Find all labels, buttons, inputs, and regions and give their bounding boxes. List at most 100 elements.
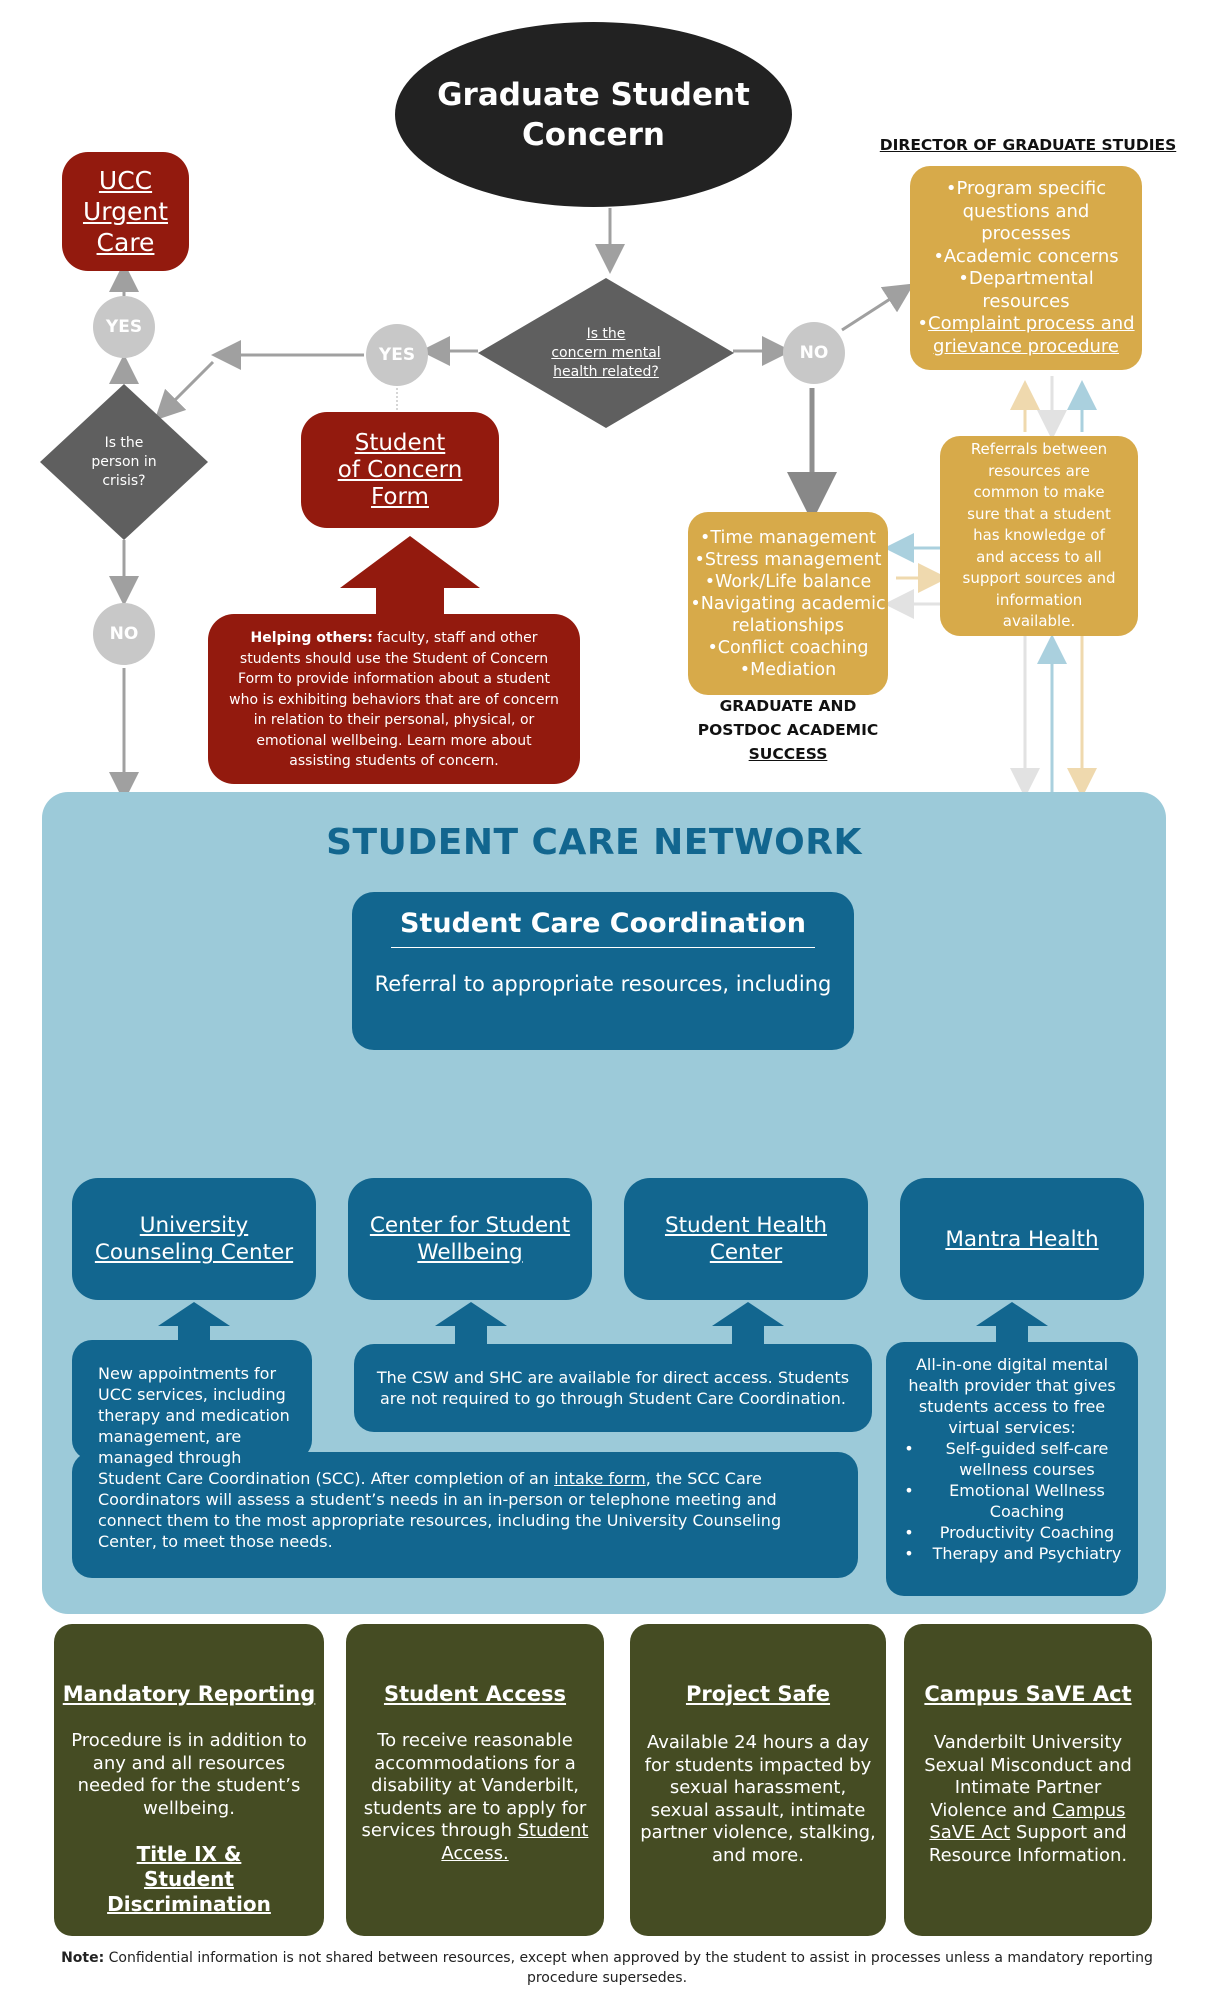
center-for-student-wellbeing-link[interactable]: Center for Student Wellbeing: [348, 1178, 592, 1300]
student-access-link[interactable]: Student Access.: [441, 1820, 589, 1864]
project-safe-title[interactable]: Project Safe: [685, 1682, 831, 1706]
crisis-q-line-2: person in: [91, 453, 157, 470]
student-access-card: Student Access To receive reasonable acc…: [346, 1624, 604, 1936]
dgs-item-1: •Program specific questions and processe…: [945, 178, 1107, 244]
gpas-item-2: •Stress management: [694, 549, 882, 570]
mantra-note-intro: All-in-one digital mental health provide…: [908, 1355, 1116, 1437]
ucc-urgent-care-link[interactable]: UCC Urgent Care: [62, 152, 189, 271]
mantra-service-1: •Self-guided self-care wellness courses: [904, 1439, 1109, 1479]
ucc-line-2: Counseling Center: [94, 1240, 294, 1265]
ucc-note-bottom-pre: Student Care Coordination (SCC). After c…: [98, 1469, 555, 1488]
mental-yes-label: YES: [378, 345, 416, 365]
crisis-decision-diamond: Is the person in crisis?: [40, 384, 208, 540]
gpas-item-3: •Work/Life balance: [704, 571, 872, 592]
student-access-body: To receive reasonable accommodations for…: [361, 1730, 589, 1864]
helping-others-bold: Helping others:: [250, 630, 373, 646]
mental-no-label: NO: [799, 343, 829, 363]
dgs-item-4: •Complaint process and grievance procedu…: [917, 313, 1135, 357]
mental-health-decision-diamond: Is the concern mental health related?: [478, 278, 734, 428]
coordination-title: Student Care Coordination: [400, 908, 806, 939]
title-ellipse: Graduate Student Concern: [395, 22, 792, 207]
note-text: Confidential information is not shared b…: [104, 1950, 1153, 1986]
mandatory-reporting-body: Procedure is in addition to any and all …: [71, 1730, 307, 1819]
mental-q-line-1: Is the: [586, 325, 626, 342]
project-safe-card: Project Safe Available 24 hours a day fo…: [630, 1624, 886, 1936]
gpas-item-1: •Time management: [700, 527, 876, 548]
csw-shc-note-text: The CSW and SHC are available for direct…: [376, 1368, 850, 1408]
mantra-service-4: •Therapy and Psychiatry: [904, 1544, 1122, 1563]
complaint-process-link[interactable]: Complaint process and grievance procedur…: [928, 313, 1135, 357]
coordination-rule: [391, 947, 815, 948]
ucc-urgent-care-line-1: UCC: [98, 166, 153, 195]
ucc-urgent-care-line-3: Care: [96, 228, 155, 257]
soc-form-line-1: Student: [354, 429, 446, 456]
crisis-yes-circle: YES: [93, 296, 155, 358]
title-line-2: Concern: [522, 116, 665, 153]
mental-no-circle: NO: [783, 322, 845, 384]
confidentiality-note: Note: Confidential information is not sh…: [60, 1948, 1154, 1988]
ucc-line-1: University: [139, 1213, 249, 1238]
gpas-item-5: •Conflict coaching: [707, 637, 869, 658]
crisis-q-line-1: Is the: [104, 434, 144, 451]
gpas-heading-3: SUCCESS: [748, 745, 828, 763]
shc-note-arrow: [712, 1302, 784, 1344]
ucc-note-top-text: New appointments for UCC services, inclu…: [98, 1364, 290, 1467]
project-safe-body: Available 24 hours a day for students im…: [640, 1732, 876, 1866]
shc-line-1: Student Health: [664, 1213, 828, 1238]
crisis-q-line-3: crisis?: [102, 472, 146, 489]
campus-save-act-body: Vanderbilt University Sexual Misconduct …: [924, 1732, 1132, 1866]
university-counseling-center-link[interactable]: University Counseling Center: [72, 1178, 316, 1300]
csw-line-1: Center for Student: [369, 1213, 571, 1238]
helping-others-text: faculty, staff and other students should…: [229, 630, 559, 769]
referrals-text: Referrals between resources are common t…: [962, 440, 1116, 631]
title-ix-link[interactable]: Title IX & Student Discrimination: [107, 1842, 271, 1916]
note-bold: Note:: [61, 1950, 105, 1966]
mental-diamond-shape: [478, 278, 734, 428]
gpas-box: •Time management •Stress management •Wor…: [688, 512, 888, 695]
crisis-no-circle: NO: [93, 603, 155, 665]
title-line-1: Graduate Student: [437, 76, 750, 113]
ucc-note-bottom-post: , the SCC Care Coordinators will assess …: [98, 1469, 782, 1551]
ucc-note-top-shape: [72, 1340, 312, 1460]
mandatory-reporting-card: Mandatory Reporting Procedure is in addi…: [54, 1624, 324, 1936]
ucc-note-bottom-shape: [72, 1452, 858, 1578]
mantra-health-link[interactable]: Mantra Health: [900, 1178, 1144, 1300]
ucc-note-arrow: [158, 1302, 230, 1340]
student-care-network-title: STUDENT CARE NETWORK: [326, 822, 862, 863]
crisis-no-label: NO: [109, 624, 139, 644]
csw-line-2: Wellbeing: [417, 1240, 523, 1265]
dgs-item-3: •Departmental resources: [958, 268, 1094, 312]
coordination-subtitle: Referral to appropriate resources, inclu…: [374, 972, 832, 996]
mantra-note: All-in-one digital mental health provide…: [886, 1342, 1138, 1596]
ucc-urgent-care-line-2: Urgent: [82, 197, 169, 226]
intake-form-link[interactable]: intake form: [554, 1469, 646, 1488]
helping-others-arrow: [340, 536, 480, 618]
mantra-line-1: Mantra Health: [945, 1226, 1099, 1252]
student-care-coordination-box[interactable]: Student Care Coordination Referral to ap…: [352, 892, 854, 1050]
student-access-title[interactable]: Student Access: [383, 1682, 567, 1706]
mandatory-reporting-title[interactable]: Mandatory Reporting: [62, 1682, 316, 1706]
campus-save-act-title[interactable]: Campus SaVE Act: [924, 1682, 1132, 1706]
helping-others-box: Helping others: faculty, staff and other…: [208, 614, 580, 784]
mental-q-line-2: concern mental: [551, 344, 661, 361]
shc-line-2: Center: [709, 1240, 783, 1265]
gpas-item-6: •Mediation: [739, 659, 837, 680]
dgs-item-2: •Academic concerns: [933, 245, 1119, 267]
mental-q-line-3: health related?: [553, 363, 659, 380]
student-health-center-link[interactable]: Student Health Center: [624, 1178, 868, 1300]
dgs-heading: DIRECTOR OF GRADUATE STUDIES: [879, 136, 1177, 154]
student-of-concern-form-link[interactable]: Student of Concern Form: [301, 412, 499, 528]
ucc-note-bottom-text: Student Care Coordination (SCC). After c…: [98, 1468, 798, 1552]
gpas-heading-2: POSTDOC ACADEMIC: [697, 721, 879, 739]
soc-form-line-2: of Concern: [337, 456, 463, 483]
campus-save-act-card: Campus SaVE Act Vanderbilt University Se…: [904, 1624, 1152, 1936]
soc-form-line-3: Form: [371, 483, 429, 510]
mental-yes-circle: YES: [366, 324, 428, 386]
crisis-diamond-shape: [40, 384, 208, 540]
dgs-box: •Program specific questions and processe…: [910, 166, 1142, 370]
mantra-service-2: •Emotional Wellness Coaching: [904, 1481, 1105, 1521]
campus-save-act-link[interactable]: Campus SaVE Act: [929, 1799, 1126, 1844]
mantra-note-arrow: [976, 1302, 1048, 1342]
referrals-box: Referrals between resources are common t…: [940, 436, 1138, 636]
mantra-service-3: •Productivity Coaching: [904, 1523, 1115, 1542]
